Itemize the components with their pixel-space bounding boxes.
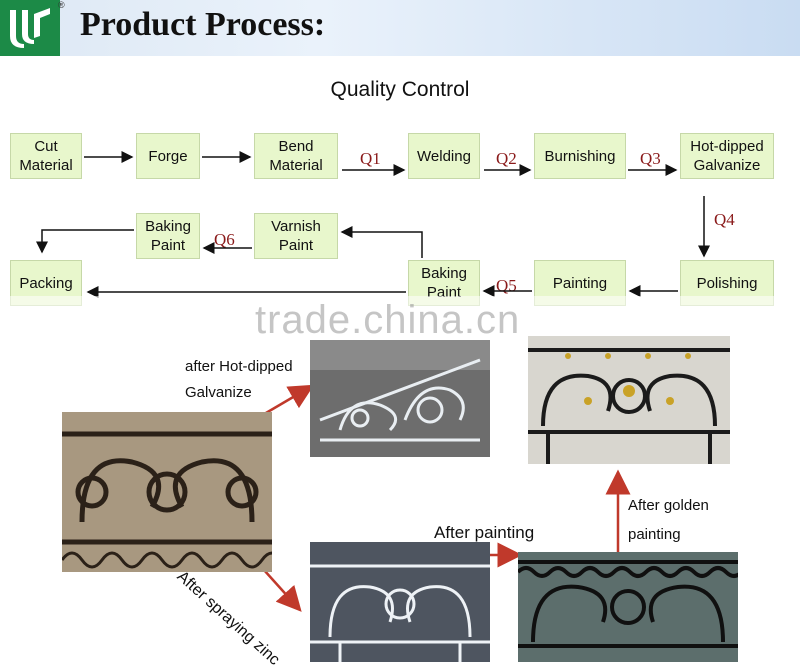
checkpoint-q1: Q1 xyxy=(360,149,381,168)
label-golden-line2: painting xyxy=(628,526,681,543)
step-cut-material: Cut Material xyxy=(10,133,82,179)
checkpoint-q6: Q6 xyxy=(214,230,235,249)
checkpoint-q3: Q3 xyxy=(640,149,661,168)
step-hot-dipped-galvanize: Hot-dipped Galvanize xyxy=(680,133,774,179)
checkpoint-q2: Q2 xyxy=(496,149,517,168)
photo-raw-railing xyxy=(62,412,272,572)
step-welding: Welding xyxy=(408,133,480,179)
diagram-subtitle: Quality Control xyxy=(330,78,470,101)
step-baking-paint-2: Baking Paint xyxy=(136,213,200,259)
photo-galvanized-railing xyxy=(310,340,490,457)
step-varnish-paint: Varnish Paint xyxy=(254,213,338,259)
checkpoint-q4: Q4 xyxy=(714,210,735,229)
arrow-baking-varnish xyxy=(340,226,423,258)
label-golden-line1: After golden xyxy=(628,497,709,514)
page-title: Product Process: xyxy=(80,6,326,43)
label-after-painting: After painting xyxy=(434,523,535,542)
label-galvanize-line1: after Hot-dipped xyxy=(185,358,293,375)
step-bend-material: Bend Material xyxy=(254,133,338,179)
photo-golden-railing xyxy=(528,336,730,464)
step-burnishing: Burnishing xyxy=(534,133,626,179)
label-galvanize-line2: Galvanize xyxy=(185,384,252,401)
registered-mark: ® xyxy=(58,0,65,10)
watermark-text: trade.china.cn xyxy=(255,298,521,342)
header-banner: ® Product Process: xyxy=(0,0,800,56)
arrow-baking-packing xyxy=(36,229,134,254)
photo-painted-railing xyxy=(518,552,738,662)
company-logo xyxy=(0,0,60,56)
step-forge: Forge xyxy=(136,133,200,179)
watermark-band: trade.china.cn xyxy=(0,296,800,342)
photo-sprayed-zinc-railing xyxy=(310,542,490,662)
